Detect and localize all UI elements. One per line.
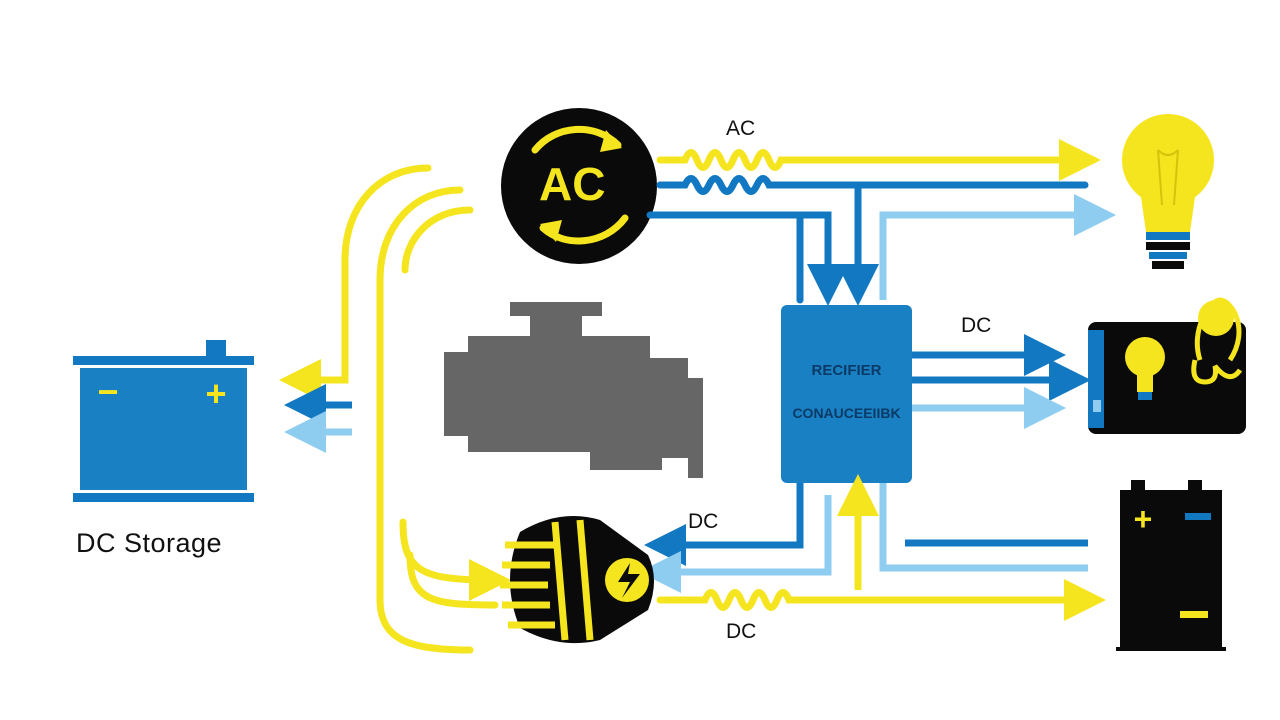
dc-wave-line: [656, 579, 1106, 621]
light-bulb-icon: [1122, 114, 1214, 269]
ac-symbol-label: AC: [539, 158, 606, 210]
battery-plus-sign: +: [205, 373, 226, 414]
ac-generator-icon: [501, 108, 657, 264]
battery-right-plus: +: [1134, 501, 1153, 537]
rectifier-input-lines: [800, 185, 1116, 306]
battery-minus-sign: −: [97, 371, 118, 412]
engine-icon: [444, 302, 703, 478]
ac-output-lines: [646, 139, 1101, 304]
dc-output-lines: [912, 334, 1091, 429]
rectifier-box: [781, 305, 912, 483]
dc-wave-label: DC: [726, 620, 757, 643]
battery-icon: +: [1116, 480, 1226, 651]
dc-alternator-label: DC: [688, 510, 719, 533]
ac-line-label: AC: [726, 117, 756, 140]
dc-storage-battery: − +: [73, 340, 254, 502]
yellow-return-lines: [279, 164, 511, 654]
appliance-icon: [1088, 297, 1246, 434]
blue-return-arrows: [284, 384, 352, 453]
dc-storage-label: DC Storage: [76, 528, 223, 558]
dc-output-label: DC: [961, 314, 992, 337]
rectifier-line2: CONAUCEEIIBK: [792, 405, 901, 421]
alternator-icon: [500, 516, 654, 644]
rectifier-bottom-lines: [639, 474, 1088, 593]
rectifier-line1: RECIFIER: [811, 362, 882, 379]
